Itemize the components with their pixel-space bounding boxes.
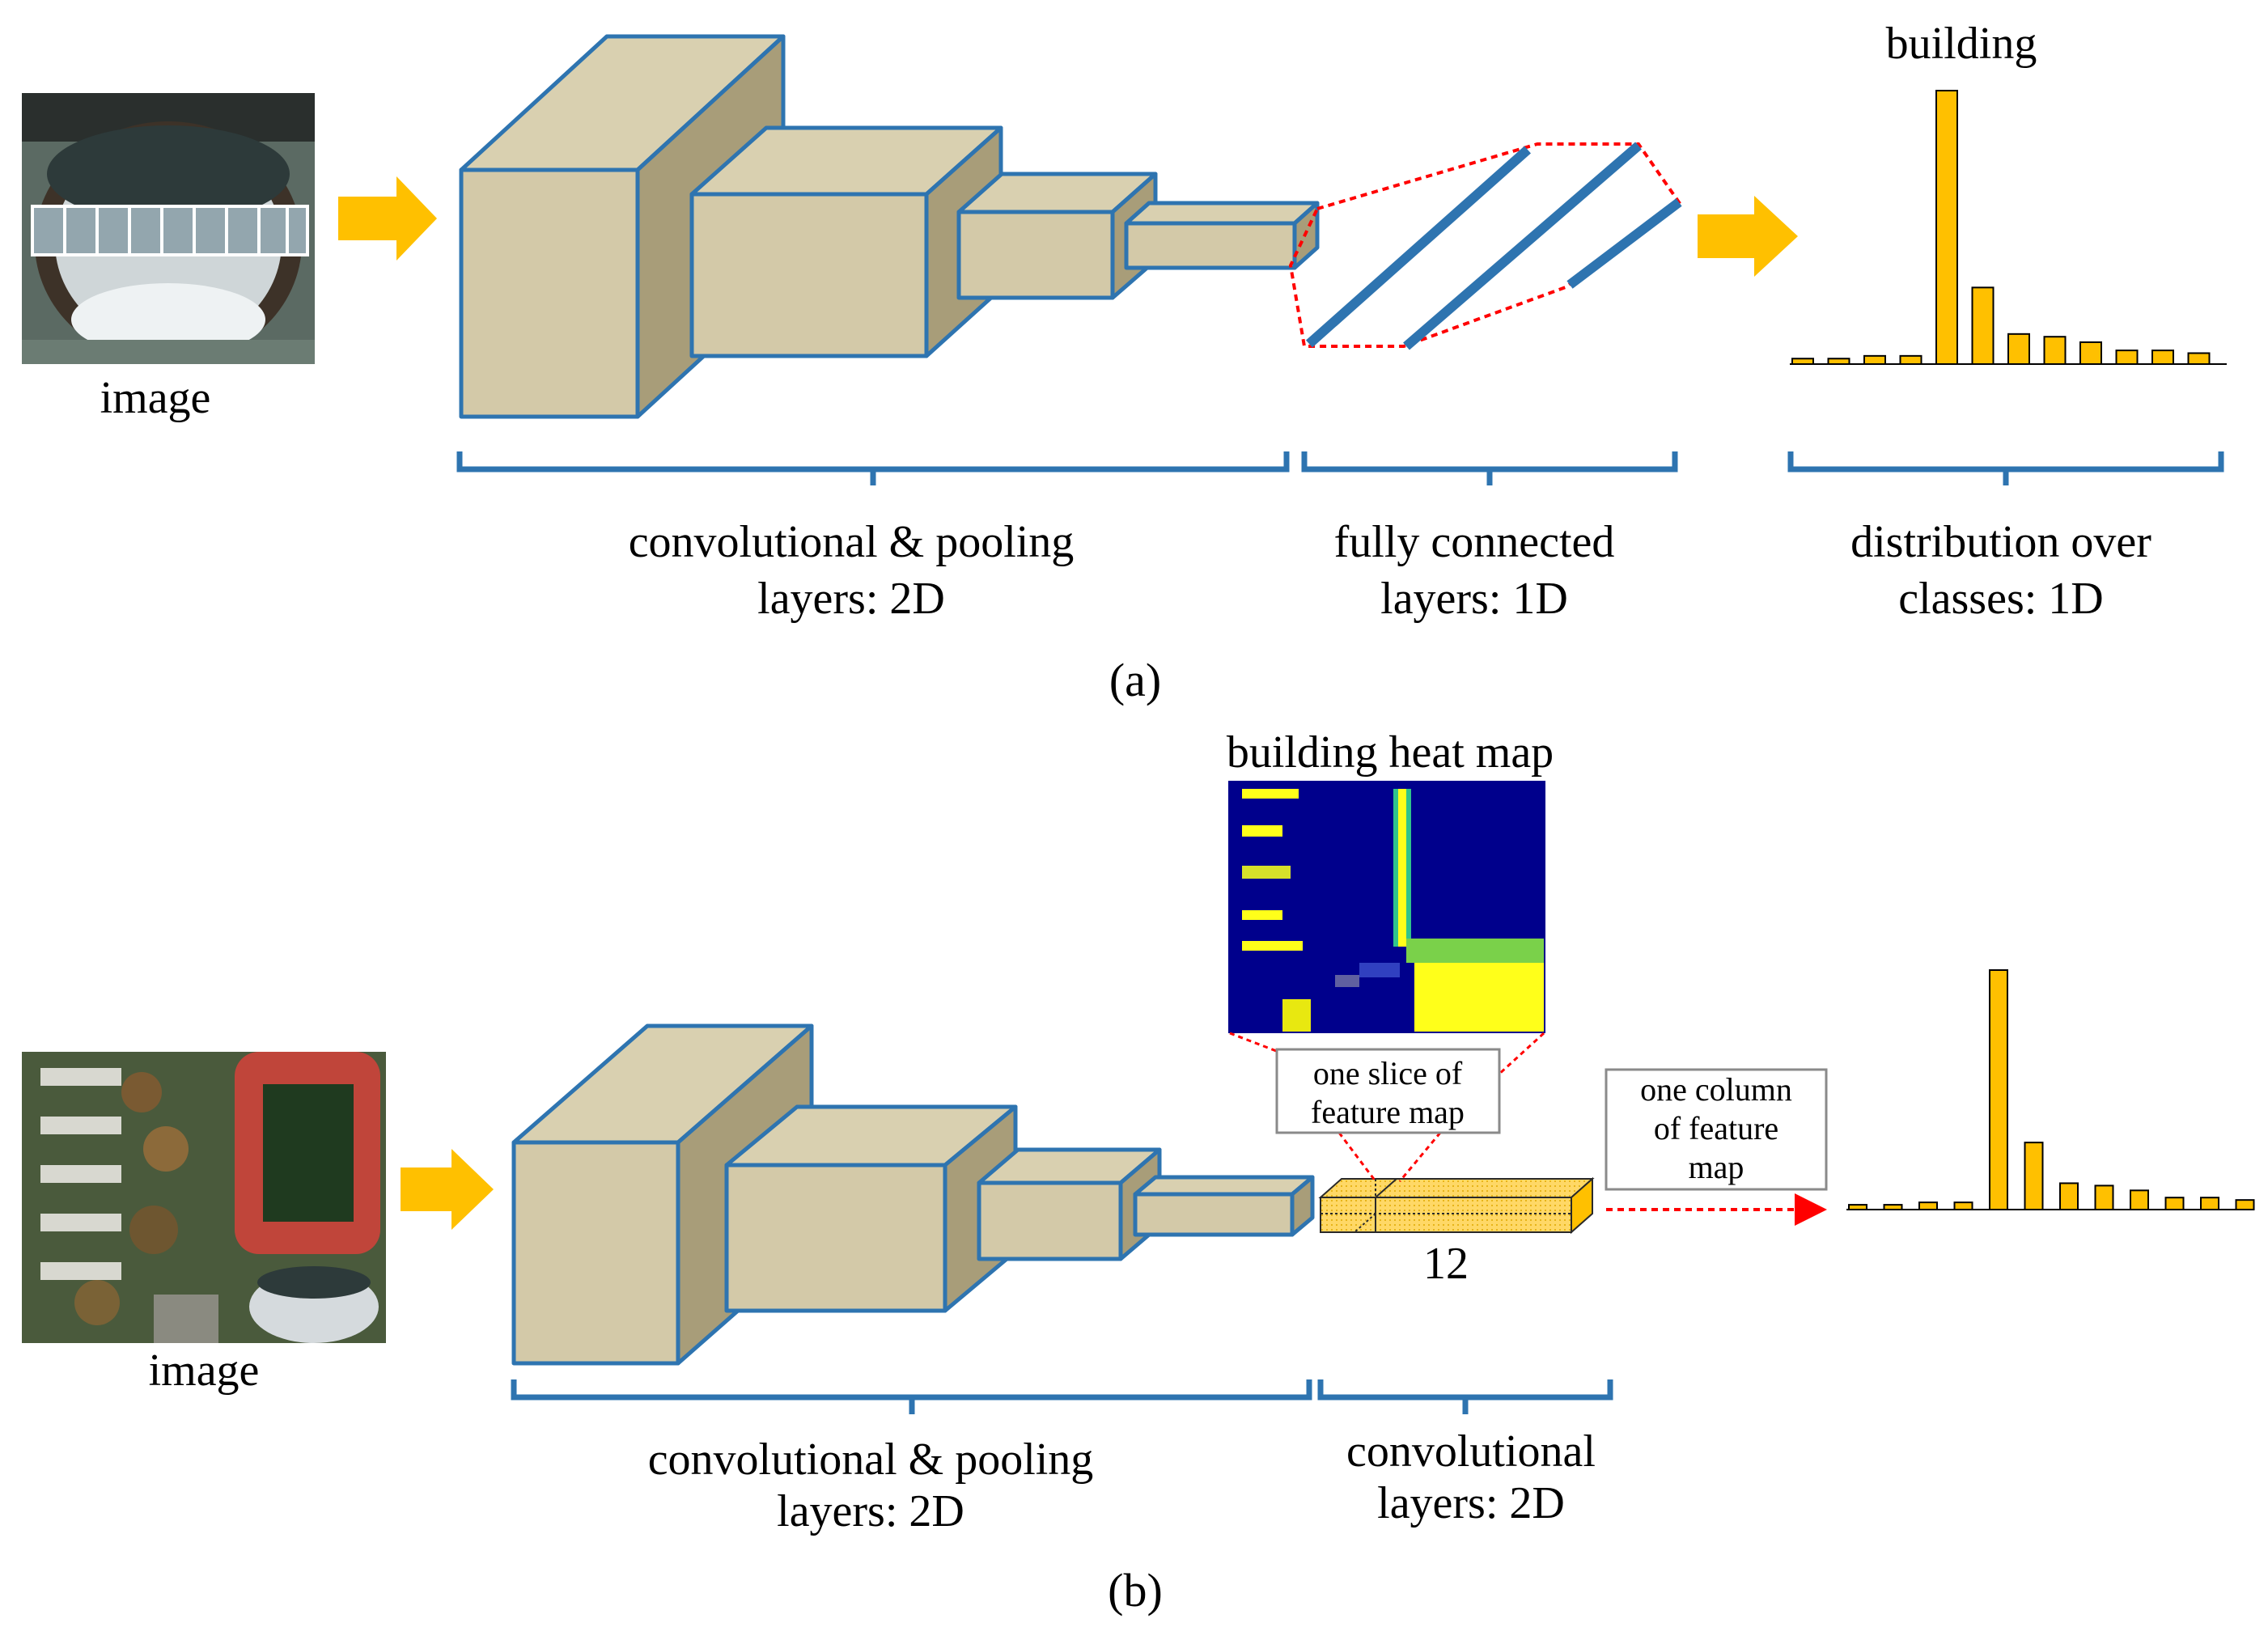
conv-block-4-b (1133, 1175, 1315, 1237)
bracket-conv-b (511, 1379, 1312, 1414)
bracket-conv2-b (1317, 1379, 1613, 1414)
column-label-line-1: one column (1640, 1071, 1792, 1108)
satellite-image-stadium (22, 93, 315, 364)
class-dist-a-bar-1 (1791, 358, 1814, 365)
slice-connector (1337, 1132, 1377, 1182)
heatmap-connector (1495, 1032, 1545, 1078)
column-label-line-3: map (1689, 1149, 1744, 1185)
class-distribution-bars-a (1791, 90, 2211, 366)
class-dist-a-bar-3 (1863, 354, 1886, 365)
class-dist-b-bar-8 (2094, 1184, 2114, 1211)
class-dist-a-bar-12 (2187, 352, 2211, 366)
panel-label-a: (a) (1109, 654, 1161, 706)
class-distribution-bars-b (1848, 969, 2255, 1211)
class-dist-a-bar-5 (1935, 90, 1958, 365)
heat-map-image (1228, 781, 1545, 1033)
conv-block-3-b (977, 1147, 1162, 1261)
right-arrow-icon (1698, 196, 1798, 277)
bracket-label-b-2-line-2: layers: 2D (1377, 1478, 1565, 1528)
depth-label: 12 (1423, 1239, 1469, 1289)
class-dist-a-bar-6 (1971, 286, 1995, 365)
heatmap-connector (1229, 1032, 1279, 1053)
bracket-label-a-1-line-1: convolutional & pooling (629, 517, 1075, 567)
bracket-label-a-1-line-2: layers: 2D (757, 574, 945, 624)
class-dist-b-bar-9 (2130, 1189, 2149, 1210)
column-label-line-2: of feature (1654, 1110, 1778, 1146)
fc-dashed-outline (1288, 142, 1681, 348)
class-dist-b-bar-5 (1989, 969, 2008, 1210)
class-dist-a-bar-10 (2115, 350, 2139, 366)
slice-connector (1398, 1132, 1442, 1182)
slice-label-line-1: one slice of (1313, 1055, 1463, 1091)
class-dist-b-bar-4 (1953, 1201, 1973, 1210)
class-dist-b-bar-10 (2164, 1197, 2185, 1210)
slice-label-box (1275, 1048, 1501, 1134)
bracket-label-b-2-line-1: convolutional (1346, 1426, 1596, 1477)
class-dist-b-bar-11 (2200, 1197, 2219, 1210)
bracket-label-b-1-line-2: layers: 2D (777, 1486, 964, 1536)
class-dist-b-bar-7 (2059, 1182, 2079, 1210)
panel-a: image (22, 19, 2227, 706)
bracket-label-b-1-line-1: convolutional & pooling (648, 1434, 1094, 1485)
fc-layer-bars (1306, 142, 1682, 350)
bracket-label-a-2-line-1: fully connected (1334, 517, 1615, 567)
panel-label-b: (b) (1108, 1564, 1163, 1617)
class-dist-a-bar-9 (2079, 341, 2102, 365)
right-arrow-icon (401, 1149, 494, 1230)
class-dist-b-bar-6 (2024, 1142, 2044, 1210)
class-label: building (1886, 19, 2037, 69)
conv-block-2-b (724, 1104, 1018, 1313)
conv-block-2 (689, 125, 1003, 358)
class-dist-a-bar-2 (1827, 358, 1850, 365)
conv-block-4 (1124, 201, 1320, 270)
bracket-conv-a (456, 451, 1290, 485)
feature-map-block (1318, 1176, 1595, 1235)
class-dist-a-bar-11 (2151, 350, 2174, 366)
bracket-label-a-3-line-2: classes: 1D (1898, 574, 2104, 624)
bracket-label-a-2-line-2: layers: 1D (1380, 574, 1568, 624)
class-dist-b-bar-3 (1918, 1201, 1938, 1210)
bracket-dist-a (1787, 451, 2224, 485)
class-dist-b-bar-12 (2235, 1199, 2255, 1211)
slice-label-line-2: feature map (1311, 1094, 1465, 1130)
bracket-fc-a (1301, 451, 1678, 485)
panel-b: image (22, 727, 2255, 1617)
class-dist-a-bar-4 (1899, 354, 1923, 365)
class-dist-a-bar-7 (2007, 333, 2030, 366)
bracket-label-a-3-line-1: distribution over (1850, 517, 2151, 567)
satellite-image-campus (22, 1052, 386, 1343)
image-label-a: image (100, 373, 211, 423)
class-dist-a-bar-8 (2043, 336, 2067, 366)
image-label-b: image (149, 1345, 260, 1396)
right-arrow-icon (338, 176, 437, 261)
heat-map-label: building heat map (1227, 727, 1554, 778)
column-label-box (1605, 1068, 1828, 1191)
